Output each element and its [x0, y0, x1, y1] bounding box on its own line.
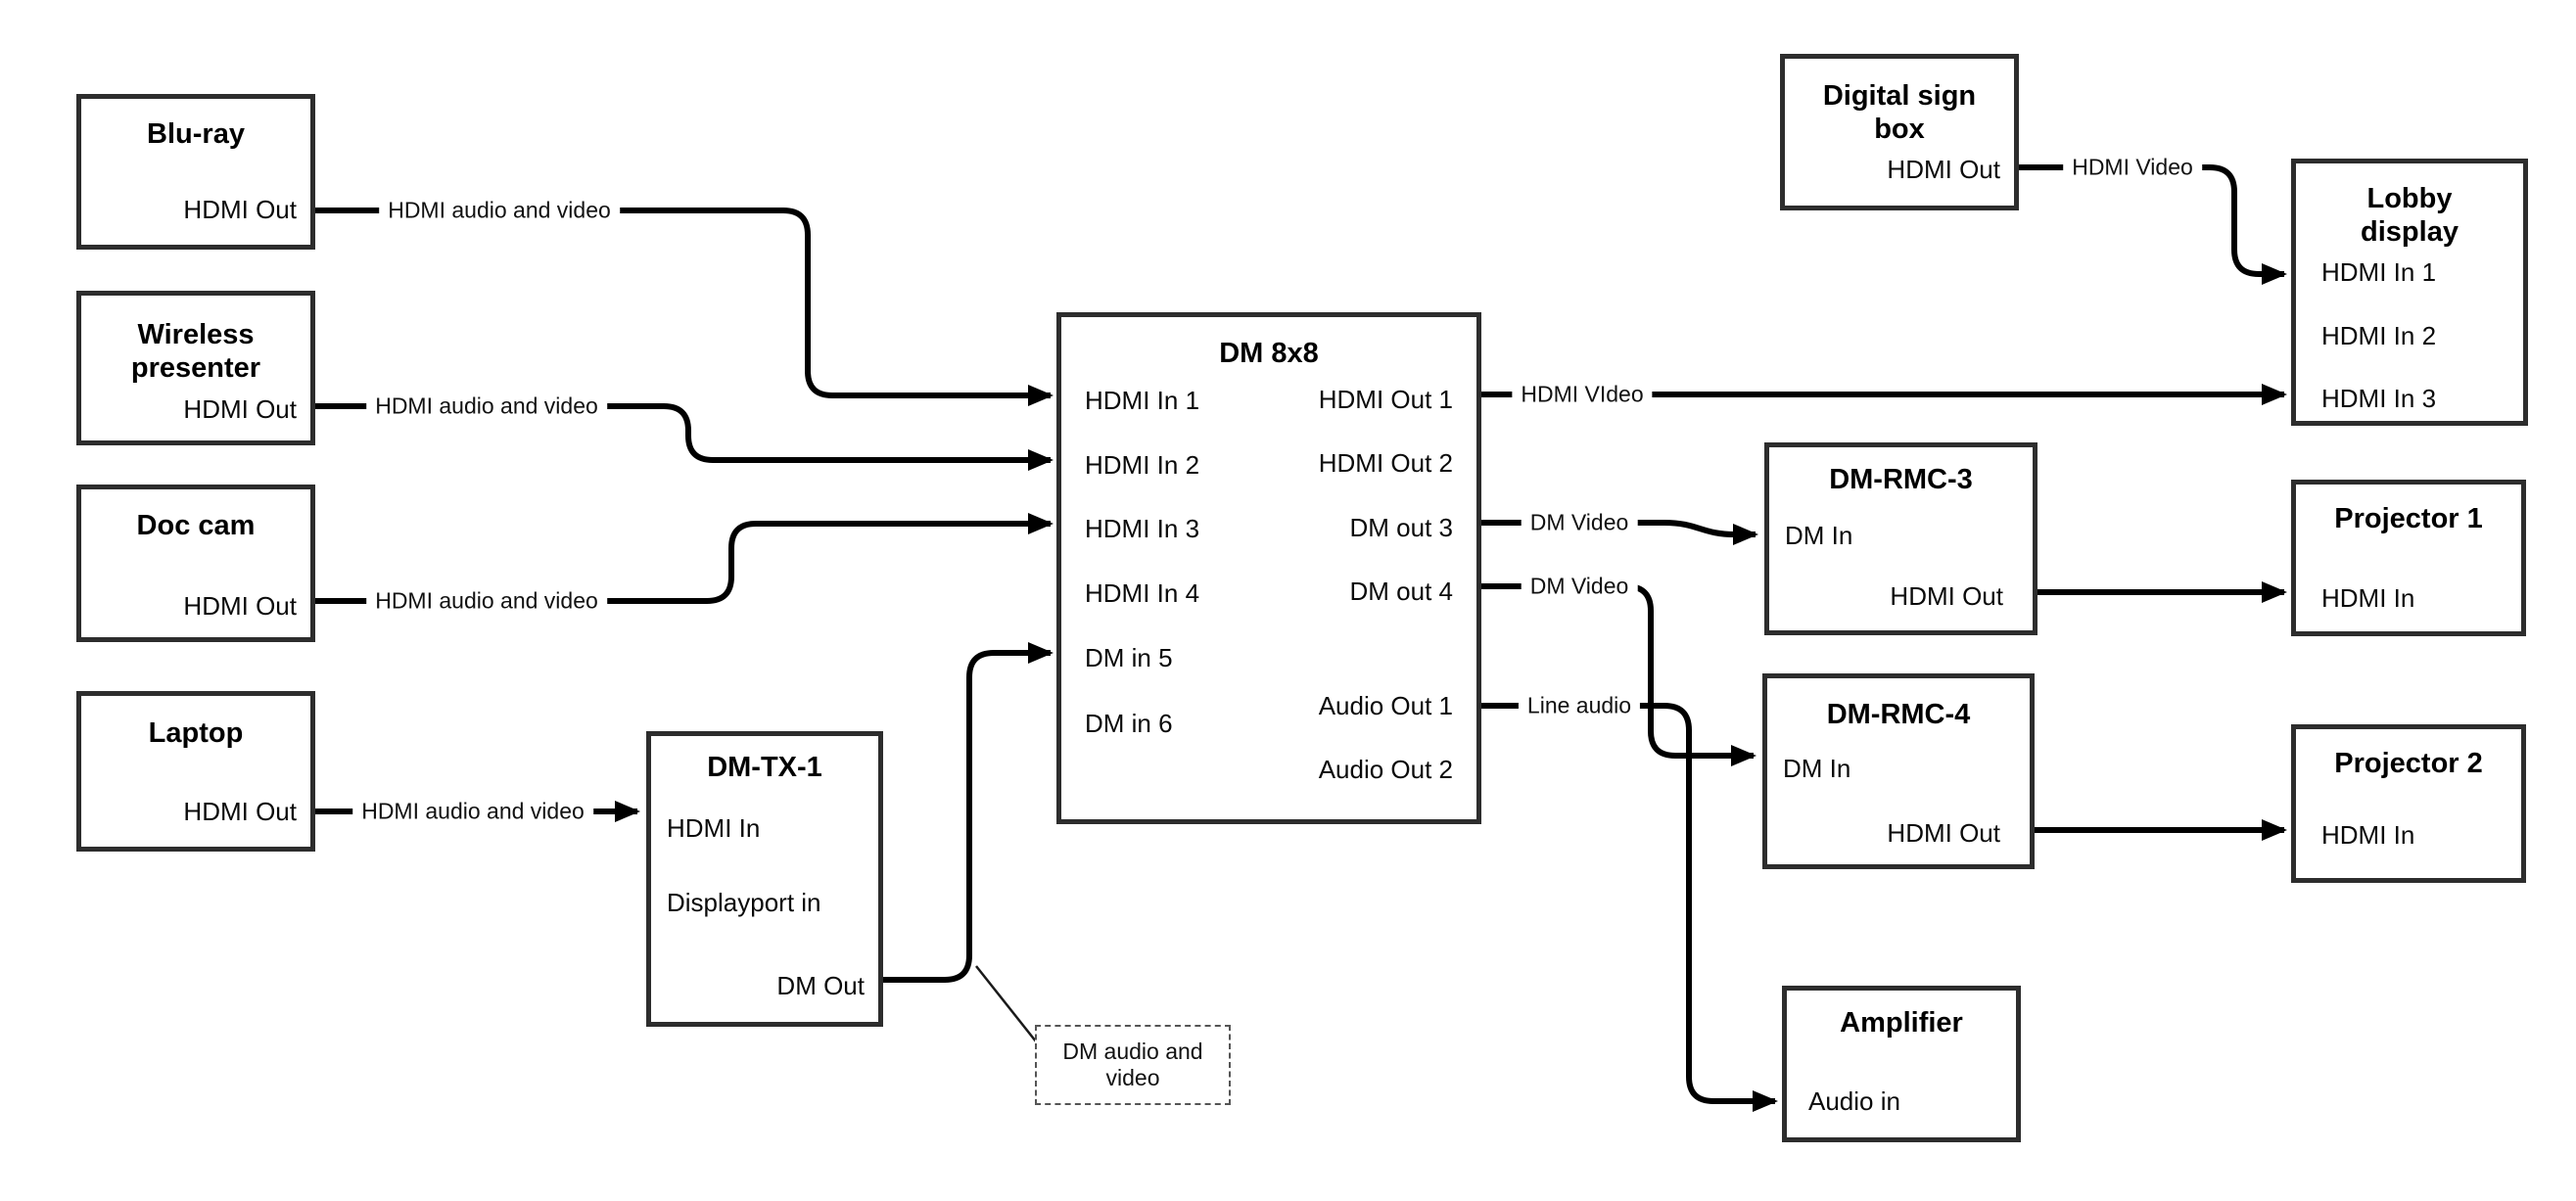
wire-dm8x8-dm-out-4-to-dmrmc4-dm-in	[1481, 583, 1756, 766]
wire-dm8x8-audio-out-1-to-amplifier	[1481, 703, 1778, 1112]
port-hdmi-out-1: HDMI Out 1	[1318, 385, 1453, 414]
node-lobby-display: Lobby display HDMI In 1 HDMI In 2 HDMI I…	[2291, 159, 2528, 426]
node-projector-2: Projector 2 HDMI In	[2291, 724, 2526, 883]
node-title: Doc cam	[136, 510, 256, 541]
wire-label-hdmi-audio-and-video: HDMI audio and video	[366, 587, 607, 615]
port-dm-out-4: DM out 4	[1349, 577, 1454, 606]
wire-label-hdmi-audio-and-video: HDMI audio and video	[379, 197, 620, 224]
wire-label-hdmi-audio-and-video: HDMI audio and video	[352, 798, 593, 825]
port-audio-out-2: Audio Out 2	[1318, 755, 1453, 784]
port-hdmi-out: HDMI Out	[183, 797, 297, 826]
node-title: Wireless presenter	[130, 319, 261, 384]
port-hdmi-out: HDMI Out	[183, 591, 297, 621]
wire-label-hdmi-audio-and-video: HDMI audio and video	[366, 393, 607, 420]
node-title: Projector 2	[2334, 748, 2483, 779]
wire-label-dm-video: DM Video	[1521, 509, 1638, 536]
node-title: DM-RMC-4	[1826, 699, 1971, 730]
node-laptop: Laptop HDMI Out	[76, 691, 315, 852]
wire-label-dm-video: DM Video	[1521, 573, 1638, 600]
port-hdmi-out: HDMI Out	[183, 195, 297, 224]
port-hdmi-in: HDMI In	[2321, 583, 2415, 613]
port-hdmi-in: HDMI In	[2321, 820, 2415, 850]
node-dm-rmc-3: DM-RMC-3 DM In HDMI Out	[1764, 442, 2037, 635]
port-dm-out: DM Out	[776, 971, 865, 1000]
node-title: Blu-ray	[147, 118, 245, 150]
wire-label-line-audio: Line audio	[1518, 692, 1641, 719]
port-audio-in: Audio in	[1808, 1086, 1900, 1116]
node-title: DM 8x8	[1219, 338, 1319, 369]
node-projector-1: Projector 1 HDMI In	[2291, 480, 2526, 636]
port-audio-out-1: Audio Out 1	[1318, 691, 1453, 720]
node-amplifier: Amplifier Audio in	[1782, 986, 2021, 1142]
port-hdmi-in-3: HDMI In 3	[2321, 384, 2437, 413]
wire-label-hdmi-video: HDMI VIdeo	[1512, 381, 1653, 408]
note-dm-audio-and-video: DM audio and video	[1035, 1025, 1231, 1105]
port-dm-in-5: DM in 5	[1085, 643, 1173, 672]
port-displayport-in: Displayport in	[667, 888, 821, 917]
node-dm-rmc-4: DM-RMC-4 DM In HDMI Out	[1762, 673, 2035, 869]
node-title: Amplifier	[1840, 1007, 1963, 1039]
port-dm-out-3: DM out 3	[1349, 513, 1454, 542]
node-wireless-presenter: Wireless presenter HDMI Out	[76, 291, 315, 445]
node-digital-sign-box: Digital sign box HDMI Out	[1780, 54, 2019, 210]
port-dm-in: DM In	[1785, 521, 1853, 550]
port-hdmi-out: HDMI Out	[1887, 818, 2000, 848]
port-hdmi-out-2: HDMI Out 2	[1318, 448, 1453, 478]
port-hdmi-in-1: HDMI In 1	[1085, 386, 1200, 415]
wire-digital-sign-to-lobby-hdmi-in-1	[2019, 164, 2287, 285]
port-hdmi-out: HDMI Out	[183, 394, 297, 424]
port-hdmi-in-2: HDMI In 2	[2321, 321, 2437, 350]
port-hdmi-in-3: HDMI In 3	[1085, 514, 1200, 543]
port-hdmi-in-1: HDMI In 1	[2321, 257, 2437, 287]
node-doc-cam: Doc cam HDMI Out	[76, 485, 315, 642]
wire-label-hdmi-video: HDMI Video	[2063, 154, 2202, 181]
node-title: Laptop	[148, 717, 244, 749]
node-dm-8x8: DM 8x8 HDMI In 1 HDMI In 2 HDMI In 3 HDM…	[1056, 312, 1481, 824]
wire-dmtx1-dm-out-to-dm8x8-dm-in-5	[883, 642, 1054, 983]
node-title: Digital sign box	[1822, 80, 1977, 145]
node-bluray: Blu-ray HDMI Out	[76, 94, 315, 250]
node-title: DM-TX-1	[707, 752, 822, 783]
node-title: Projector 1	[2334, 503, 2483, 534]
port-hdmi-in: HDMI In	[667, 813, 761, 843]
node-title: Lobby display	[2361, 183, 2459, 248]
wire-bluray-to-dm8x8-hdmi-in-1	[315, 208, 1054, 406]
port-hdmi-out: HDMI Out	[1887, 155, 2000, 184]
node-dm-tx-1: DM-TX-1 HDMI In Displayport in DM Out	[646, 731, 883, 1027]
port-hdmi-out: HDMI Out	[1890, 581, 2003, 611]
note-leader-line	[975, 965, 1037, 1042]
port-hdmi-in-2: HDMI In 2	[1085, 450, 1200, 480]
port-dm-in: DM In	[1783, 754, 1851, 783]
port-hdmi-in-4: HDMI In 4	[1085, 578, 1200, 608]
port-dm-in-6: DM in 6	[1085, 709, 1173, 738]
node-title: DM-RMC-3	[1829, 464, 1973, 495]
